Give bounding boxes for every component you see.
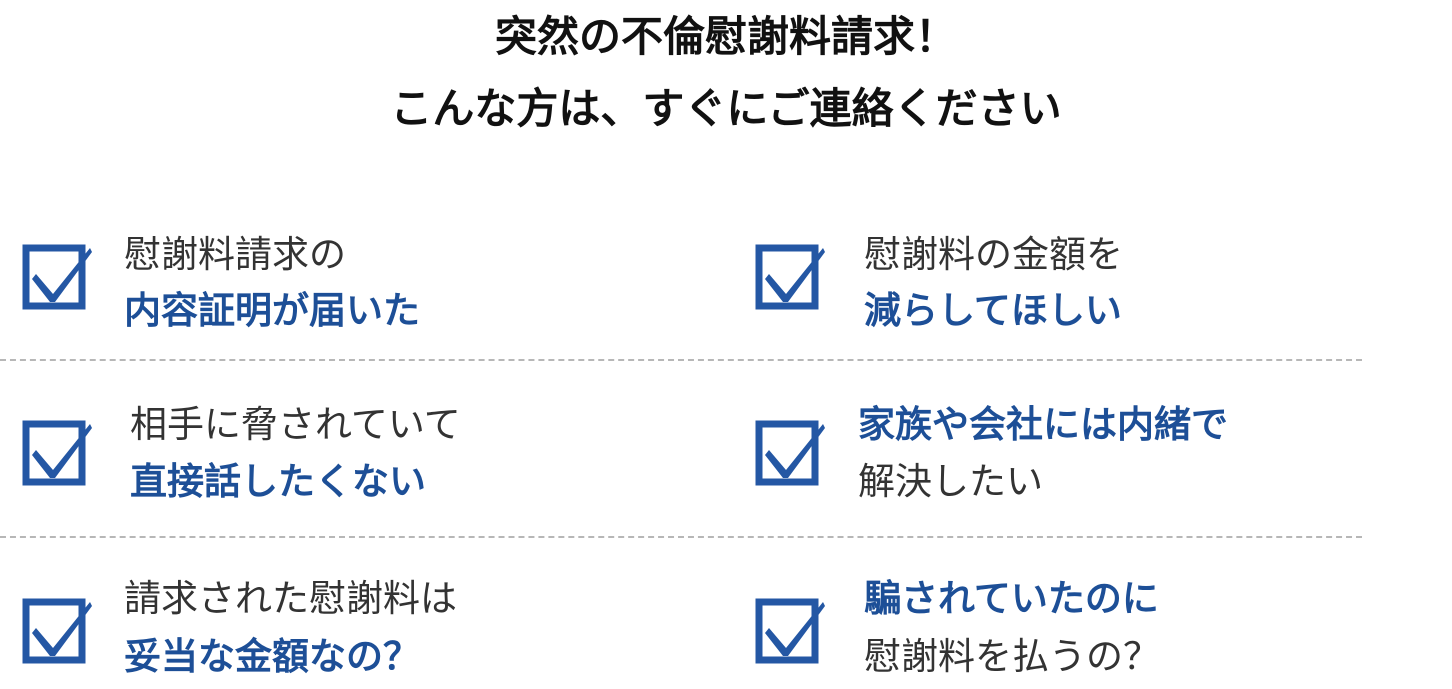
divider-2 [0, 536, 1362, 538]
divider-1 [0, 359, 1362, 361]
checked-checkbox-icon [22, 240, 94, 312]
item-5-line-1: 請求された慰謝料は [124, 577, 457, 620]
checked-checkbox-icon [755, 240, 827, 312]
checked-checkbox-icon [22, 416, 94, 488]
item-3-line-1: 相手に脅されていて [130, 403, 461, 446]
item-4-line-2: 解決したい [858, 460, 1043, 503]
checked-checkbox-icon [22, 594, 94, 666]
checked-checkbox-icon [755, 416, 827, 488]
item-1-line-2: 内容証明が届いた [124, 289, 420, 332]
item-3-line-2: 直接話したくない [130, 460, 426, 503]
item-6-line-2: 慰謝料を払うの？ [864, 635, 1160, 678]
item-2-line-1: 慰謝料の金額を [864, 233, 1123, 276]
item-5-line-2: 妥当な金額なの？ [124, 635, 420, 678]
item-4-line-1: 家族や会社には内緒で [858, 403, 1228, 446]
heading-line-2: こんな方は、すぐにご連絡ください [390, 84, 1062, 133]
heading-line-1: 突然の不倫慰謝料請求！ [494, 12, 957, 61]
item-2-line-2: 減らしてほしい [864, 289, 1122, 332]
checked-checkbox-icon [755, 594, 827, 666]
item-6-line-1: 騙されていたのに [864, 577, 1159, 620]
item-1-line-1: 慰謝料請求の [124, 233, 346, 276]
